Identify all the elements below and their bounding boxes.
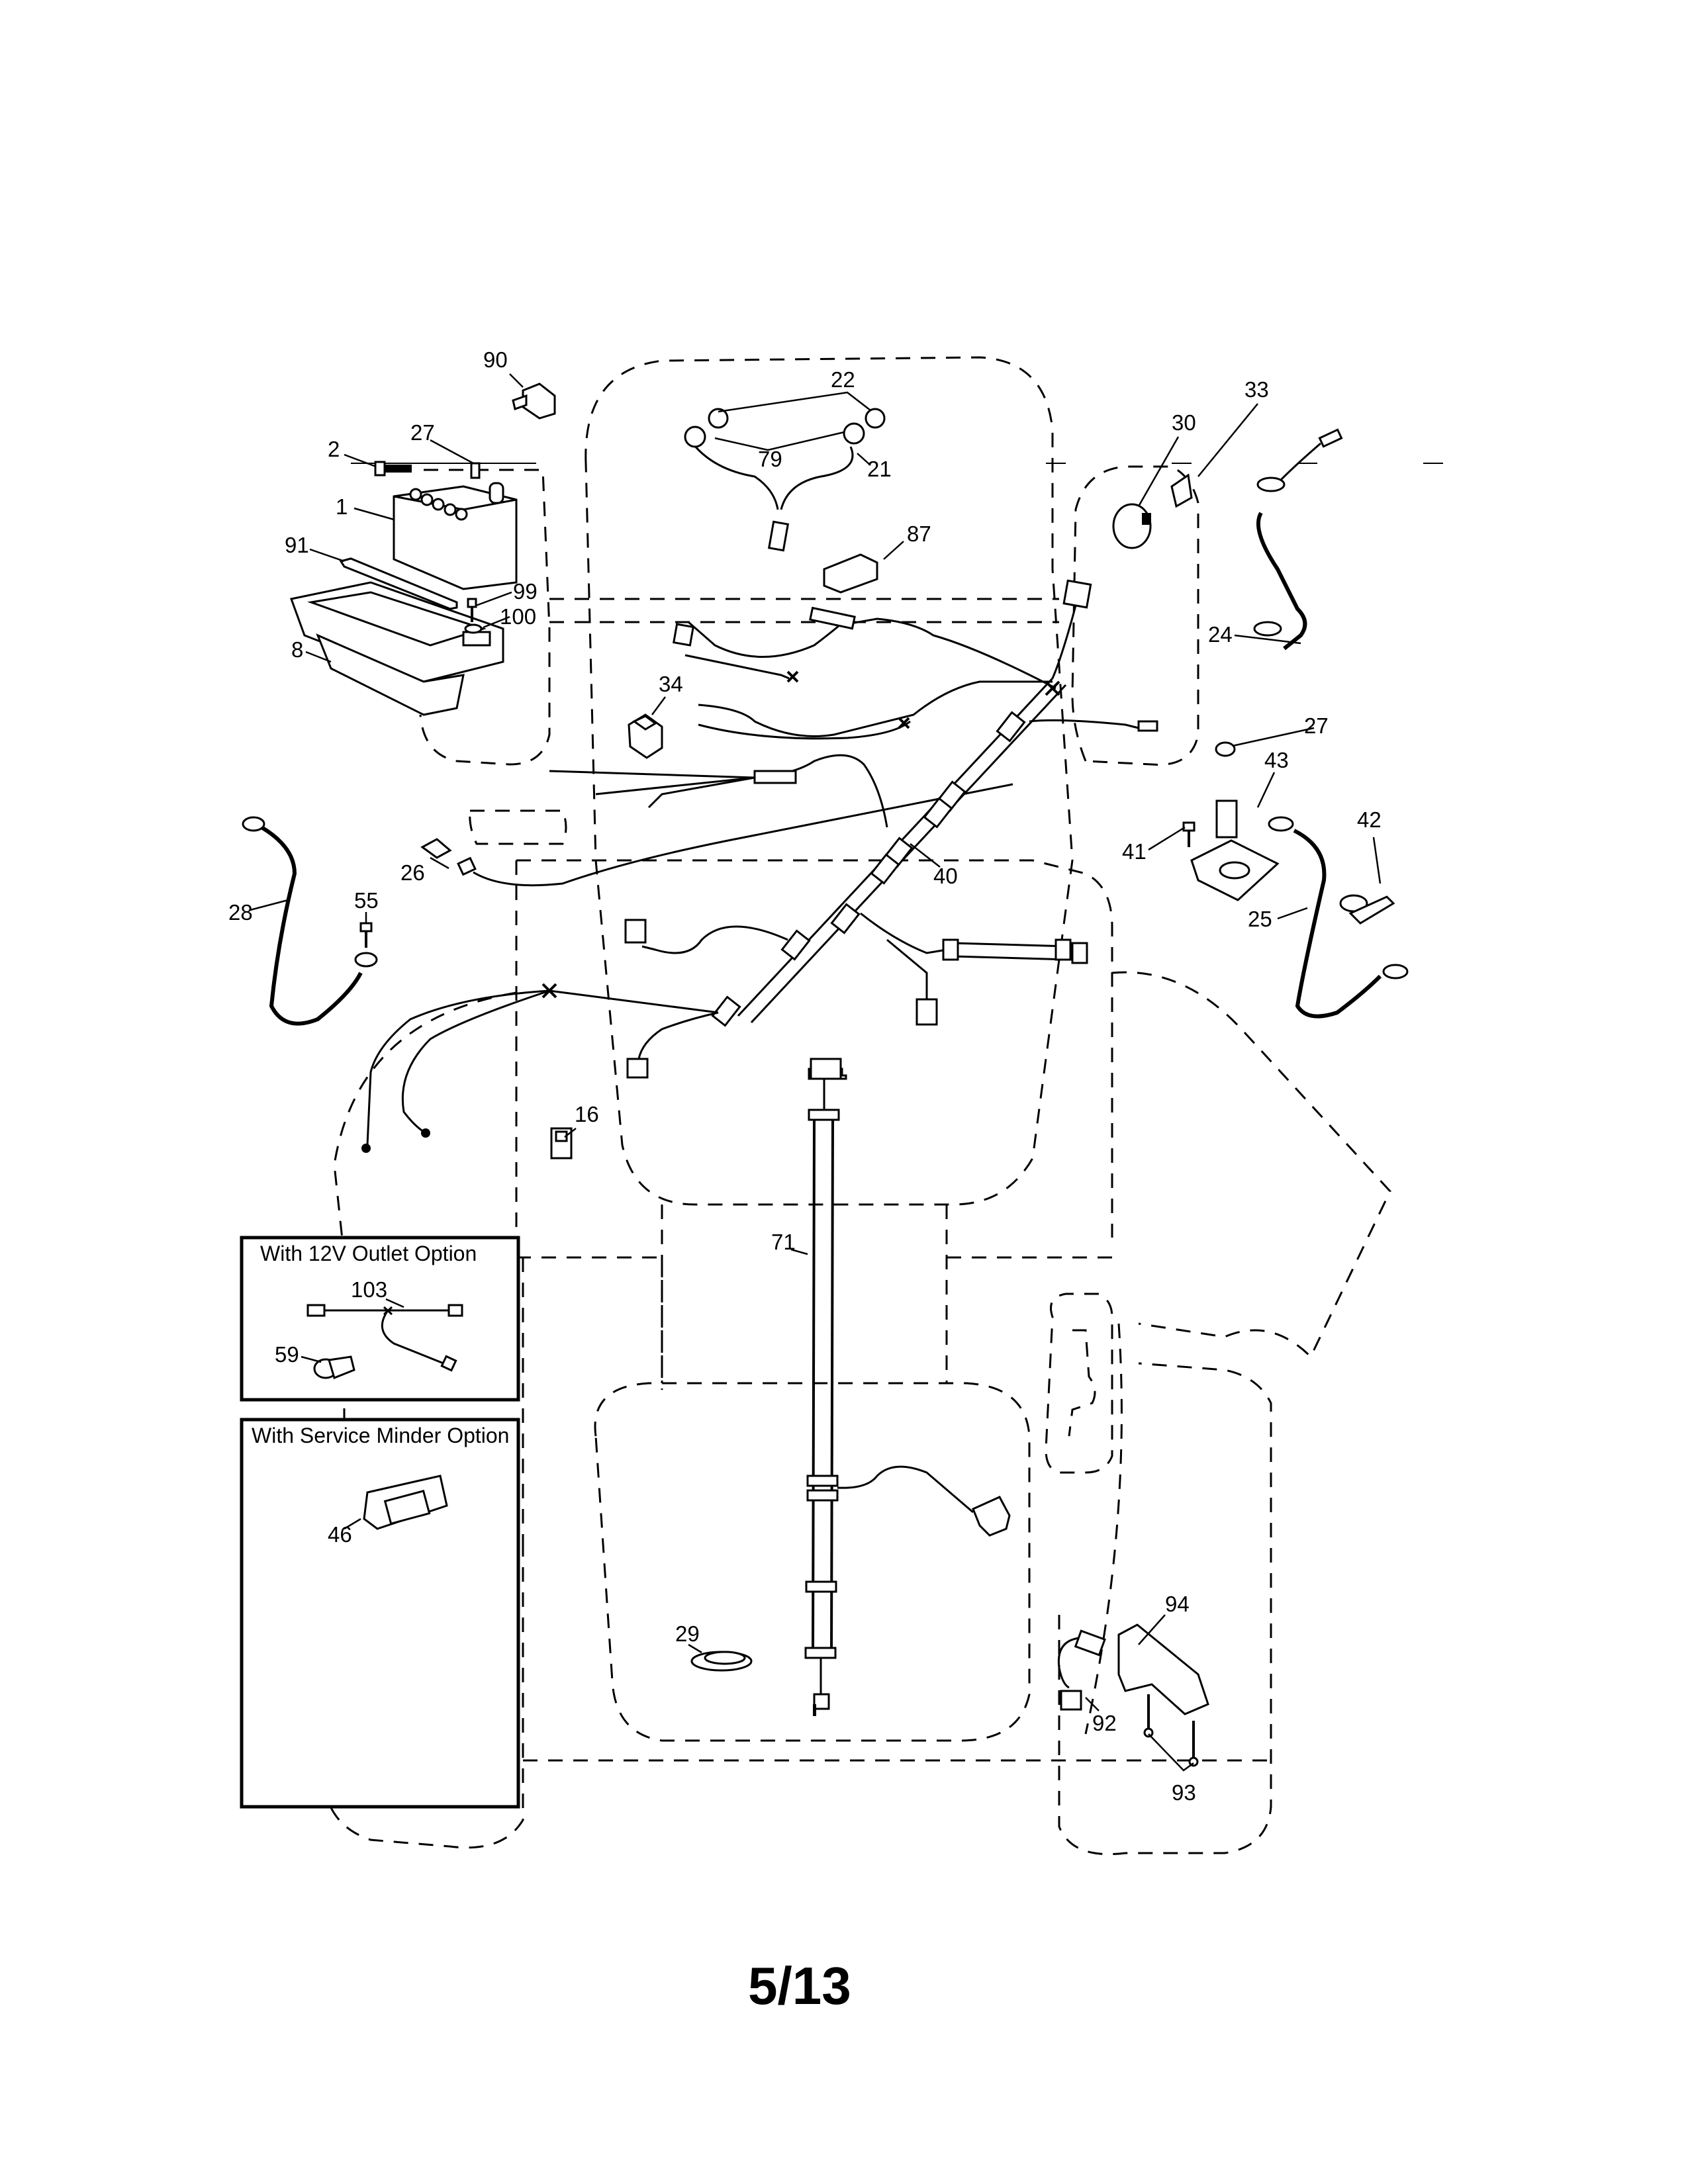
callouts: 90 27 2 1 91 99 100 8 22 79 21 87 30 33 …: [228, 347, 1382, 1805]
part-16-relay[interactable]: [550, 1127, 573, 1160]
callout-1[interactable]: 1: [336, 494, 348, 519]
callout-40[interactable]: 40: [933, 864, 958, 888]
callout-16[interactable]: 16: [575, 1102, 599, 1126]
callout-55[interactable]: 55: [354, 888, 379, 913]
part-59-12v-outlet[interactable]: [313, 1355, 355, 1380]
part-43-solenoid[interactable]: [1190, 799, 1280, 901]
part-29-plug[interactable]: [690, 1651, 753, 1672]
callout-26[interactable]: 26: [400, 860, 425, 885]
part-46-service-minder[interactable]: [363, 1475, 448, 1530]
callout-30[interactable]: 30: [1172, 410, 1196, 435]
part-34-rocker-switch[interactable]: [628, 713, 663, 759]
callout-90[interactable]: 90: [483, 347, 508, 372]
inset-title-service-minder: With Service Minder Option: [252, 1424, 509, 1447]
page-number: 5/13: [748, 1956, 851, 2015]
part-33-key[interactable]: [1170, 473, 1193, 508]
part-28-ground-cable[interactable]: [242, 816, 378, 1026]
callout-28[interactable]: 28: [228, 900, 253, 925]
callout-93[interactable]: 93: [1172, 1780, 1196, 1805]
callout-8[interactable]: 8: [291, 637, 303, 662]
callout-27[interactable]: 27: [1304, 713, 1329, 738]
callout-27[interactable]: 27: [410, 420, 435, 445]
callout-103[interactable]: 103: [351, 1277, 387, 1302]
part-71-rear-harness[interactable]: [804, 1058, 1011, 1716]
frame-outline: [323, 356, 1443, 1856]
callout-99[interactable]: 99: [513, 579, 538, 604]
callout-92[interactable]: 92: [1092, 1711, 1117, 1735]
inset-title-12v-outlet: With 12V Outlet Option: [260, 1242, 477, 1265]
part-79-socket[interactable]: [684, 422, 865, 448]
part-30-ignition-switch[interactable]: [1112, 503, 1152, 549]
callout-25[interactable]: 25: [1248, 907, 1272, 931]
callout-79[interactable]: 79: [758, 447, 782, 471]
part-26-fuse[interactable]: [420, 783, 1013, 887]
part-25-battery-cable[interactable]: [1268, 816, 1409, 1019]
inset-service-minder-option: With Service Minder Option 46: [240, 1418, 520, 1809]
callout-42[interactable]: 42: [1357, 807, 1382, 832]
callout-34[interactable]: 34: [659, 672, 683, 696]
part-1-battery[interactable]: [393, 482, 518, 590]
callout-21[interactable]: 21: [867, 457, 892, 481]
inset-12v-outlet-option: With 12V Outlet Option 103 59: [240, 1236, 520, 1402]
callout-46[interactable]: 46: [328, 1522, 352, 1547]
part-99-bolt[interactable]: [467, 598, 477, 622]
part-55-screw[interactable]: [359, 922, 373, 948]
part-92-connector-harness[interactable]: [1057, 1629, 1106, 1711]
leader-lines: [250, 373, 1382, 1772]
callout-2[interactable]: 2: [328, 437, 340, 461]
part-27-nut[interactable]: [470, 462, 481, 479]
callout-94[interactable]: 94: [1165, 1592, 1190, 1616]
part-93-screw[interactable]: [1143, 1694, 1199, 1767]
part-91-strap[interactable]: [339, 557, 458, 610]
part-24-battery-cable[interactable]: [1253, 428, 1343, 651]
part-90-cap[interactable]: [512, 383, 556, 420]
part-100-washer[interactable]: [464, 623, 483, 634]
callout-24[interactable]: 24: [1208, 622, 1233, 647]
part-87-switch[interactable]: [823, 553, 878, 594]
part-41-bolt[interactable]: [1182, 821, 1196, 847]
callout-71[interactable]: 71: [771, 1230, 796, 1254]
callout-59[interactable]: 59: [275, 1342, 299, 1367]
part-27-solenoid-nut[interactable]: [1215, 741, 1236, 757]
callout-87[interactable]: 87: [907, 522, 931, 546]
part-103-outlet-harness[interactable]: [306, 1304, 463, 1372]
part-21-light-harness[interactable]: [692, 444, 854, 552]
part-8-battery-box[interactable]: [289, 581, 504, 716]
part-40-main-harness[interactable]: [361, 579, 1158, 1153]
callout-43[interactable]: 43: [1264, 748, 1289, 772]
part-94-switch[interactable]: [1117, 1623, 1209, 1715]
callout-22[interactable]: 22: [831, 367, 855, 392]
part-2-bolt[interactable]: [374, 461, 412, 477]
part-42-terminal-boot[interactable]: [1339, 894, 1395, 925]
callout-29[interactable]: 29: [675, 1621, 700, 1646]
callout-33[interactable]: 33: [1244, 377, 1269, 402]
callout-100[interactable]: 100: [500, 604, 536, 629]
callout-91[interactable]: 91: [285, 533, 309, 557]
part-22-bulb[interactable]: [708, 408, 886, 429]
callout-41[interactable]: 41: [1122, 839, 1147, 864]
